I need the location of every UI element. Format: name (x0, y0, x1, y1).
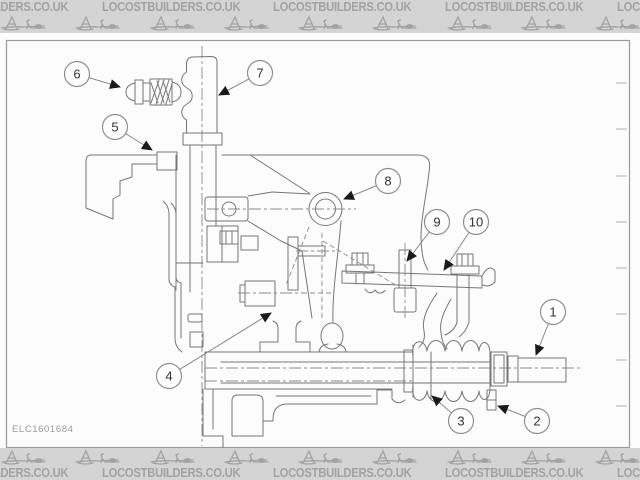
callout-8: 8 (343, 167, 402, 200)
locost-car-sketch-icon (74, 15, 120, 32)
support-bracket-parts9-10 (322, 240, 496, 350)
callout-circle (423, 208, 451, 236)
selector-rod-part1 (490, 351, 567, 387)
locost-car-sketch-icon (594, 449, 640, 466)
watermark-text: LOCOSTBUILDERS.CO.UK (445, 0, 584, 14)
callout-arrow (535, 323, 549, 356)
callout-circle (462, 208, 490, 236)
callout-circle (374, 167, 402, 195)
figure-code: ELC1601684 (12, 424, 74, 435)
locost-car-sketch-icon (520, 15, 566, 32)
callout-arrow (343, 185, 377, 200)
locost-car-sketch-icon (446, 15, 492, 32)
watermark-logo-row (0, 448, 640, 466)
watermark-band-bottom: LOCOSTBUILDERS.CO.UK LOCOSTBUILDERS.CO.UK… (0, 448, 640, 480)
callout-circle (539, 298, 567, 326)
callout-number: 6 (73, 67, 80, 82)
callout-number: 8 (384, 174, 391, 189)
callout-arrow (179, 312, 272, 370)
watermark-text: LOCOSTBUILDERS.CO.UK (616, 0, 640, 14)
grease-nipple-part6 (125, 78, 182, 106)
watermark-logo-row (0, 14, 640, 33)
callout-circle (447, 407, 475, 435)
watermark-text-row: LOCOSTBUILDERS.CO.UK LOCOSTBUILDERS.CO.UK… (0, 466, 640, 480)
callout-circle (246, 59, 274, 87)
top-cover-plate (221, 154, 431, 271)
callout-arrow (497, 404, 526, 417)
callout-arrow (125, 133, 153, 151)
callout-7: 7 (218, 59, 274, 96)
callout-number: 4 (165, 369, 172, 384)
callout-2: 2 (497, 404, 551, 435)
watermark-band-top: LOCOSTBUILDERS.CO.UK LOCOSTBUILDERS.CO.UK… (0, 0, 640, 33)
watermark-text: LOCOSTBUILDERS.CO.UK (616, 466, 640, 480)
locost-car-sketch-icon (297, 449, 343, 466)
locost-car-sketch-icon (0, 449, 46, 466)
selector-housing (202, 320, 583, 449)
callout-10: 10 (443, 208, 490, 271)
callout-number: 1 (549, 305, 556, 320)
rubber-boot-part3 (403, 340, 491, 402)
watermark-text: LOCOSTBUILDERS.CO.UK (101, 0, 241, 14)
callout-number: 7 (256, 66, 263, 81)
locost-car-sketch-icon (371, 15, 417, 32)
gear-lever-part7 (175, 56, 223, 348)
locost-car-sketch-icon (594, 15, 640, 32)
callout-6: 6 (63, 60, 121, 89)
locost-car-sketch-icon (0, 15, 46, 32)
watermark-text: LOCOSTBUILDERS.CO.UK (445, 466, 584, 480)
watermark-text-row: LOCOSTBUILDERS.CO.UK LOCOSTBUILDERS.CO.UK… (0, 0, 640, 14)
callout-circle (101, 113, 129, 141)
locost-car-sketch-icon (297, 15, 343, 32)
callout-number: 9 (433, 215, 440, 230)
callout-labels: 1 2 3 4 5 6 7 8 9 10 (63, 59, 567, 435)
callout-circle (155, 362, 183, 390)
callout-4: 4 (155, 312, 272, 390)
locost-car-sketch-icon (446, 449, 492, 466)
diagram-canvas (0, 33, 640, 448)
callout-circle (63, 60, 91, 88)
callout-number: 5 (111, 120, 118, 135)
callout-1: 1 (535, 298, 567, 356)
pivot-lever-part8 (204, 154, 356, 353)
watermark-text: LOCOSTBUILDERS.CO.UK (0, 466, 69, 480)
callout-number: 10 (469, 215, 483, 230)
watermark-text: LOCOSTBUILDERS.CO.UK (101, 466, 241, 480)
locost-car-sketch-icon (149, 449, 195, 466)
locost-car-sketch-icon (520, 449, 566, 466)
callout-3: 3 (431, 395, 475, 435)
page-ruler-ticks (616, 82, 627, 407)
interlock-cluster-part4 (206, 225, 340, 307)
locost-car-sketch-icon (74, 449, 120, 466)
callout-arrow (218, 78, 250, 96)
housing-flange-part5 (85, 151, 183, 353)
retaining-clip-part2 (486, 389, 497, 411)
callout-arrow (88, 77, 121, 89)
locost-car-sketch-icon (223, 449, 269, 466)
callout-9: 9 (406, 208, 451, 262)
callout-number: 2 (533, 414, 540, 429)
callout-arrow (406, 231, 430, 262)
figure-border (5, 39, 631, 449)
watermark-text: LOCOSTBUILDERS.CO.UK (0, 0, 69, 14)
callout-arrow (431, 395, 452, 414)
locost-car-sketch-icon (223, 15, 269, 32)
watermark-text: LOCOSTBUILDERS.CO.UK (273, 0, 412, 14)
locost-car-sketch-icon (149, 15, 195, 32)
callout-arrow (443, 232, 470, 271)
locost-car-sketch-icon (371, 449, 417, 466)
watermark-text: LOCOSTBUILDERS.CO.UK (273, 466, 412, 480)
callout-circle (523, 407, 551, 435)
callout-number: 3 (457, 414, 464, 429)
callout-5: 5 (101, 113, 153, 151)
